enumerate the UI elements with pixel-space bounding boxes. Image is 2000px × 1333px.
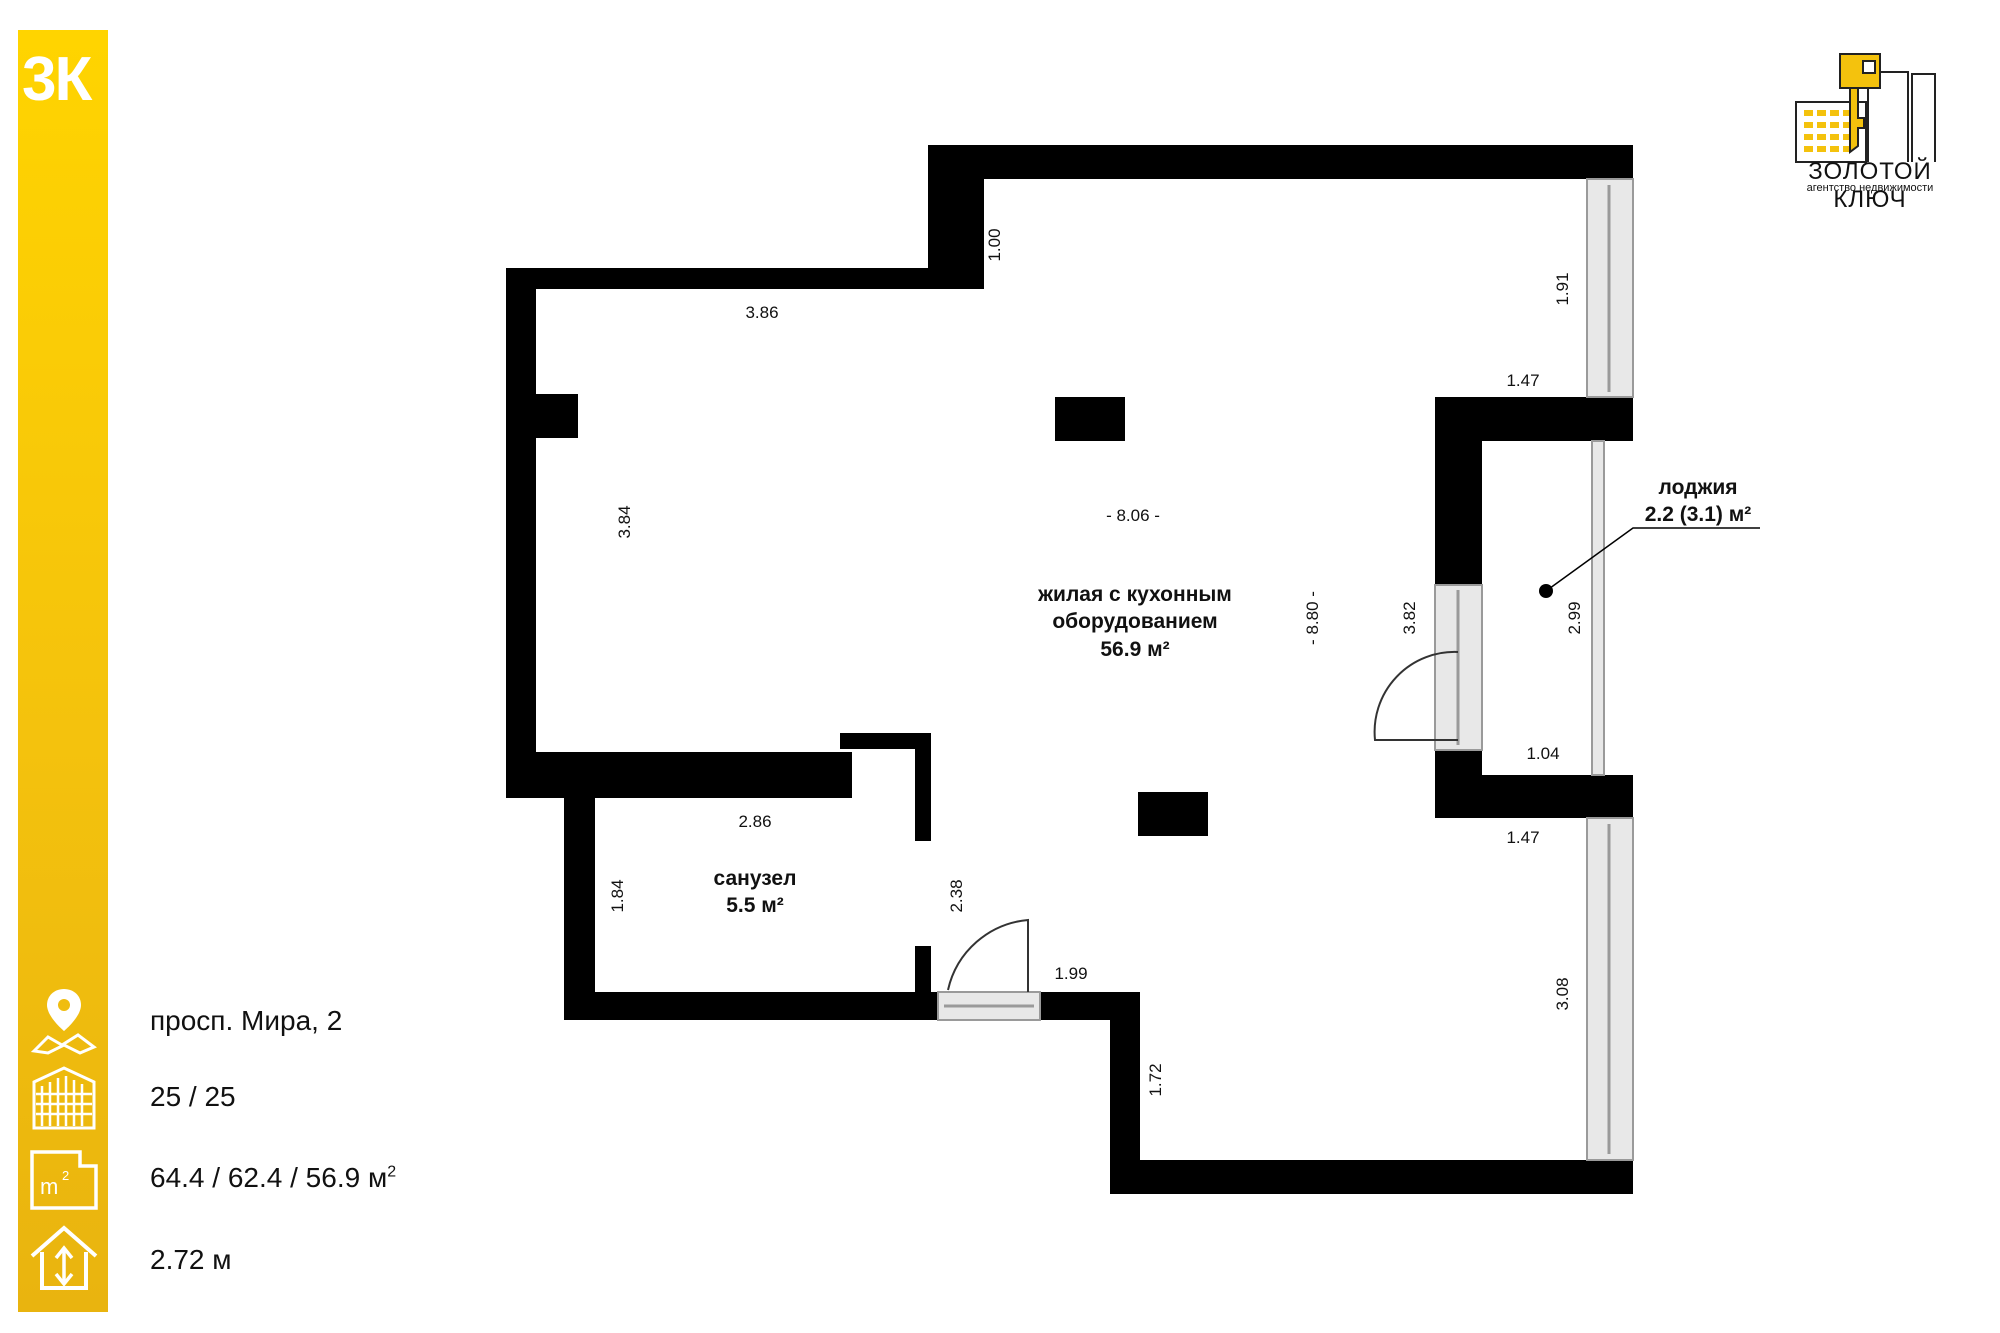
area-value: 64.4 / 62.4 / 56.9 м	[150, 1162, 388, 1193]
dim-top-step: 1.00	[985, 228, 1004, 261]
dim-height-main: - 8.80 -	[1303, 591, 1322, 645]
dimension-labels: 1.00 3.86 3.84 - 8.06 - - 8.80 - 1.91 1.…	[608, 228, 1584, 1096]
ceiling-height-text: 2.72 м	[150, 1244, 232, 1275]
window-frames	[944, 185, 1611, 1154]
svg-text:m: m	[40, 1174, 58, 1199]
dim-lower-step: 1.72	[1146, 1063, 1165, 1096]
location-icon	[30, 989, 97, 1055]
loggia-leader-line	[1545, 527, 1760, 592]
dim-bath-door-wall: 2.38	[947, 879, 966, 912]
dim-window-bottom: 3.08	[1553, 977, 1572, 1010]
room-bathroom-area: 5.5 м²	[726, 894, 784, 917]
room-loggia-area: 2.2 (3.1) м²	[1645, 503, 1752, 526]
area-icon: m 2	[30, 1150, 98, 1210]
dim-bath-width: 2.86	[738, 812, 771, 831]
dim-loggia-depth: 2.99	[1565, 601, 1584, 634]
logo-icon	[1795, 53, 1936, 163]
door-swings	[947, 650, 1459, 992]
logo-subtitle: агентство недвижимости	[1806, 182, 1934, 194]
room-living-line2: оборудованием	[1052, 610, 1217, 633]
dim-window-top: 1.91	[1553, 272, 1572, 305]
floor-text: 25 / 25	[150, 1081, 236, 1112]
dim-left-wall: 3.84	[615, 505, 634, 538]
room-loggia-name: лоджия	[1659, 476, 1738, 499]
building-icon	[32, 1066, 96, 1130]
dim-loggia-top: 1.47	[1506, 371, 1539, 390]
logo-title: ЗОЛОТОЙ КЛЮЧ	[1808, 158, 1932, 213]
address-text: просп. Мира, 2	[150, 1005, 343, 1036]
room-count-badge: 3К	[22, 45, 92, 114]
room-bathroom-name: санузел	[714, 867, 797, 890]
svg-text:2: 2	[62, 1168, 69, 1183]
ceiling-height-icon	[30, 1225, 98, 1290]
area-text: 64.4 / 62.4 / 56.9 м2	[150, 1162, 396, 1194]
walls	[506, 145, 1633, 1194]
room-living-line1: жилая с кухонным	[1037, 583, 1232, 606]
dim-loggia-width: 1.04	[1526, 744, 1559, 763]
dim-upper-left-wall: 3.86	[745, 303, 778, 322]
dim-loggia-bottom: 1.47	[1506, 828, 1539, 847]
dim-corridor: 1.99	[1054, 964, 1087, 983]
dim-loggia-wall: 3.82	[1400, 601, 1419, 634]
dim-width-main: - 8.06 -	[1106, 506, 1160, 525]
area-unit-superscript: 2	[387, 1163, 397, 1181]
room-living-area: 56.9 м²	[1100, 638, 1169, 661]
dim-bath-height: 1.84	[608, 879, 627, 912]
